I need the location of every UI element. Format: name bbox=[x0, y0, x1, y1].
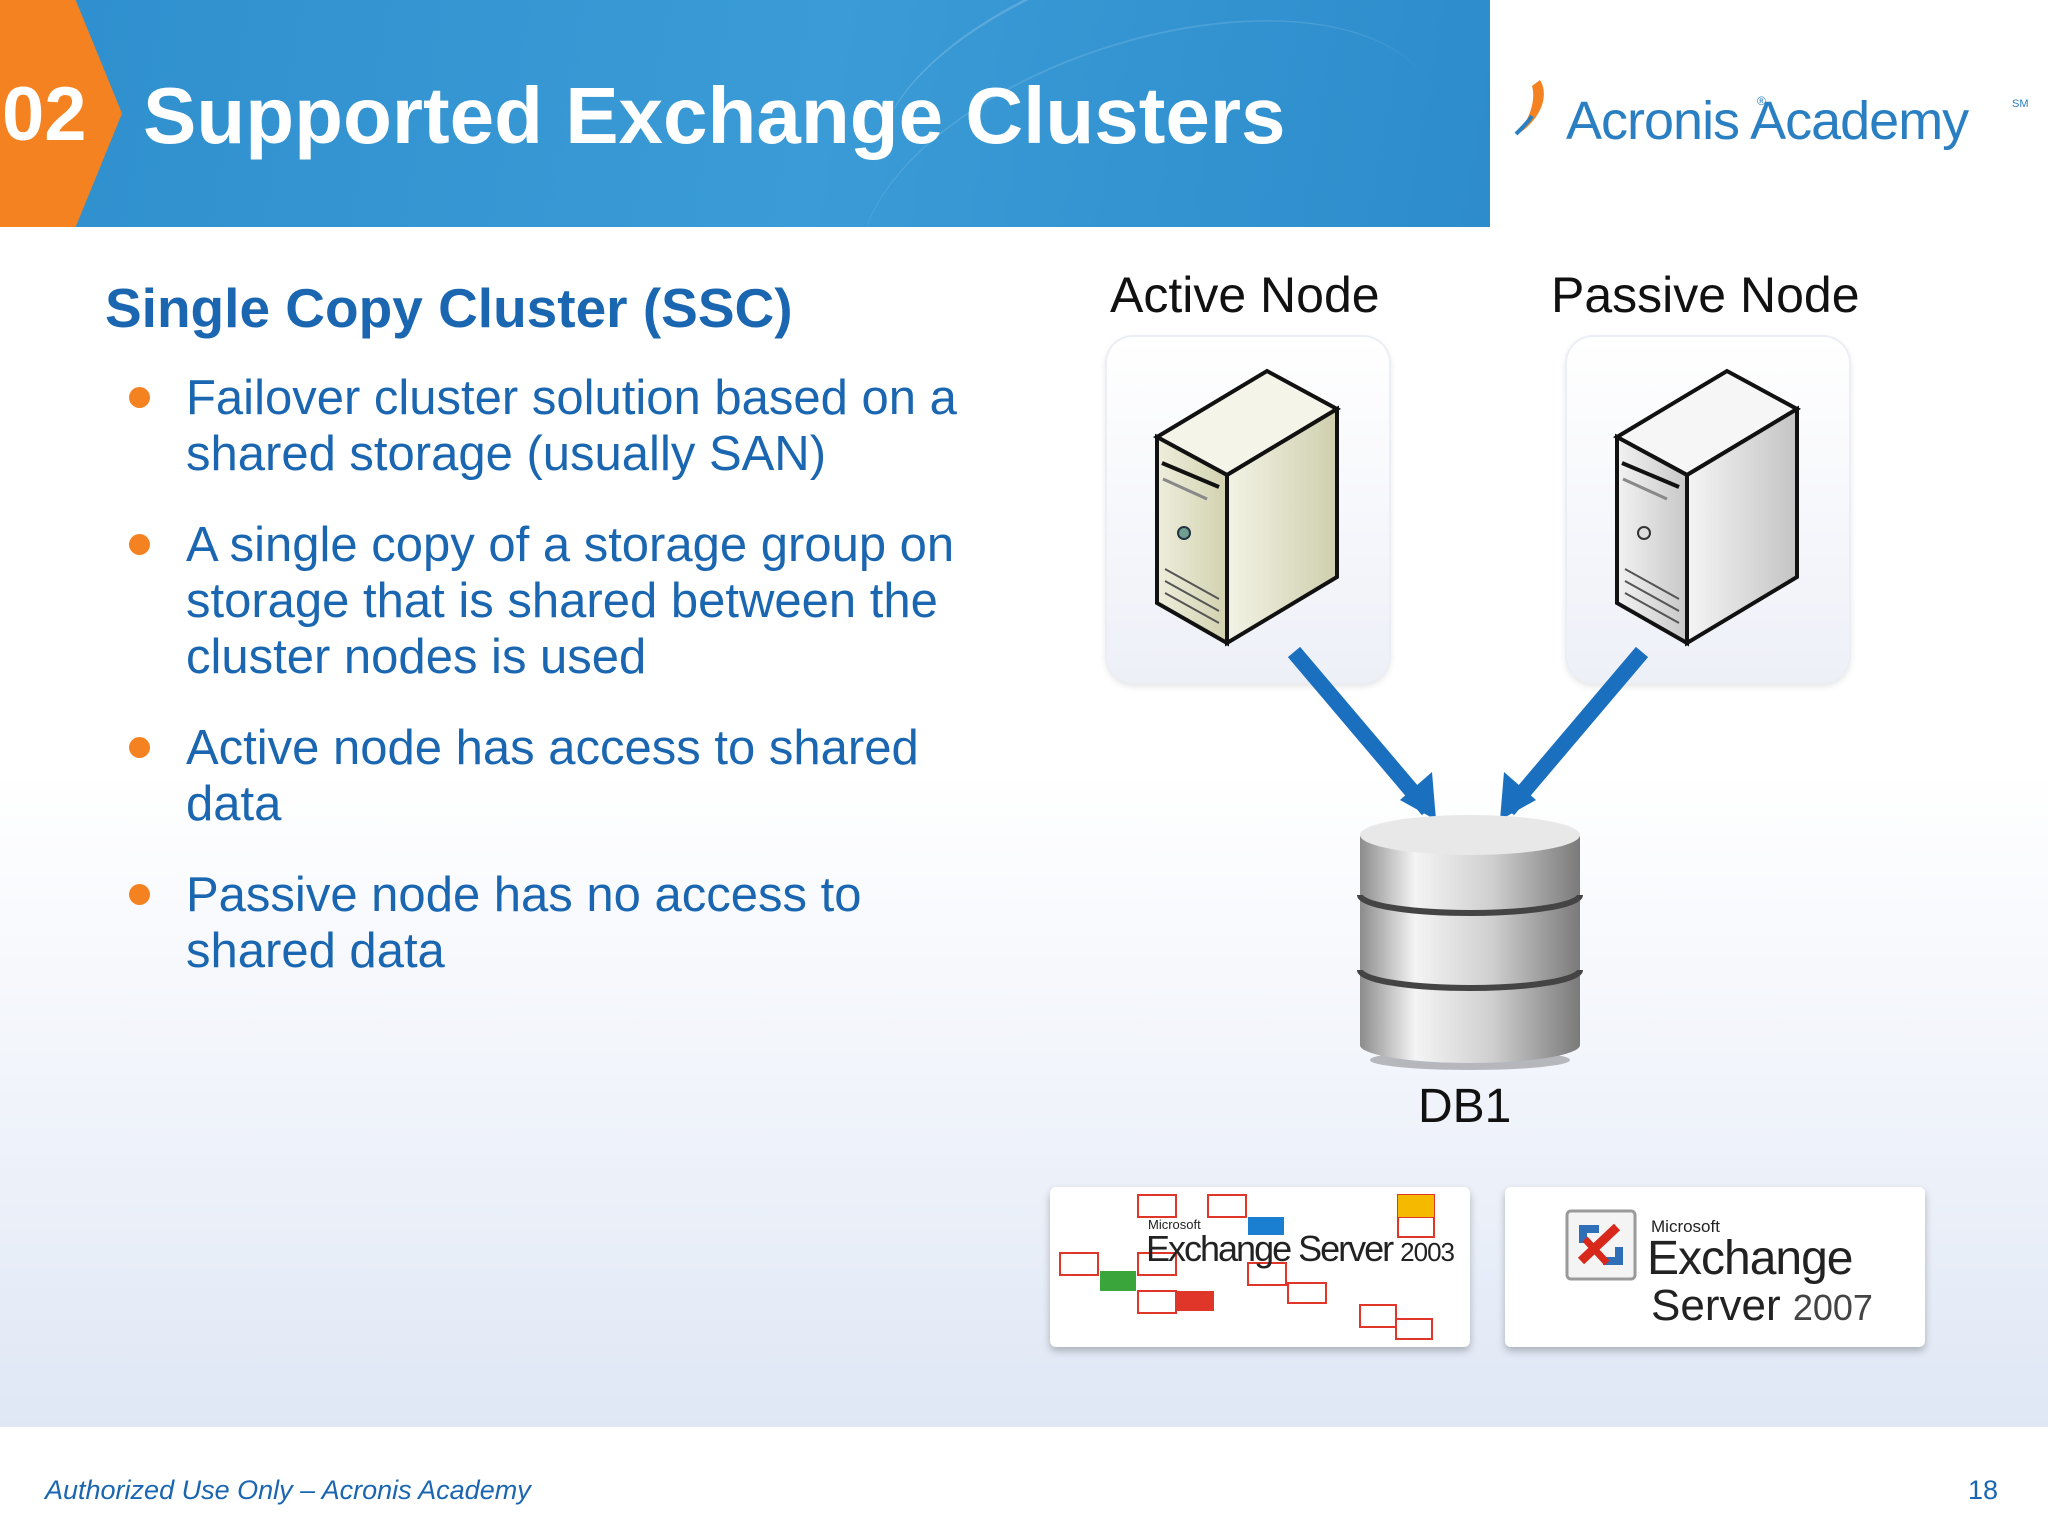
page-title: Supported Exchange Clusters bbox=[143, 71, 1286, 160]
exchange-2007-logo: Microsoft Exchange Server 2007 bbox=[1505, 1187, 1925, 1347]
database-icon bbox=[1357, 815, 1583, 1070]
acronis-academy-logo: Acronis Academy ® SM bbox=[1510, 70, 2030, 160]
passive-server-icon bbox=[1612, 368, 1802, 647]
ex2007-server-word: Server bbox=[1651, 1281, 1781, 1330]
ex2003-product: Exchange Server bbox=[1146, 1228, 1394, 1269]
bullet-dot-icon bbox=[129, 884, 150, 905]
bullet-item: Active node has access to shared data bbox=[122, 720, 982, 832]
exchange-2007-icon bbox=[1565, 1209, 1637, 1281]
bullet-list: Failover cluster solution based on a sha… bbox=[122, 370, 982, 1014]
passive-node-label: Passive Node bbox=[1551, 267, 1860, 323]
ex2007-version: 2007 bbox=[1792, 1287, 1873, 1328]
bullet-dot-icon bbox=[129, 737, 150, 758]
acronis-swoosh-icon bbox=[1514, 80, 1544, 136]
bullet-item: Passive node has no access to shared dat… bbox=[122, 867, 982, 979]
exchange-2003-grid-icon bbox=[1059, 1194, 1435, 1340]
footer-text: Authorized Use Only – Acronis Academy bbox=[45, 1475, 531, 1505]
page-number: 18 bbox=[1968, 1475, 1999, 1505]
ex2003-version: 2003 bbox=[1400, 1237, 1455, 1267]
bullet-dot-icon bbox=[129, 534, 150, 555]
ex2007-brand: Microsoft bbox=[1651, 1217, 1720, 1236]
active-node-label: Active Node bbox=[1110, 267, 1380, 323]
exchange-2003-logo: Microsoft Exchange Server 2003 bbox=[1050, 1187, 1470, 1347]
title-banner bbox=[0, 0, 1490, 227]
arrow-active-to-db-icon bbox=[1287, 646, 1436, 820]
bullet-item: A single copy of a storage group on stor… bbox=[122, 517, 982, 685]
logo-text: Acronis Academy bbox=[1566, 91, 1969, 151]
active-node-card bbox=[1107, 337, 1389, 682]
section-number: 02 bbox=[2, 72, 87, 157]
database-label: DB1 bbox=[1418, 1080, 1512, 1133]
arrows-to-database bbox=[1287, 646, 1649, 820]
bullet-text: Passive node has no access to shared dat… bbox=[186, 868, 862, 978]
bullet-dot-icon bbox=[129, 387, 150, 408]
bullet-text: A single copy of a storage group on stor… bbox=[186, 518, 955, 684]
ex2007-product: Exchange bbox=[1647, 1232, 1853, 1285]
ex2003-name: Exchange Server 2003 bbox=[1146, 1228, 1455, 1272]
bullet-item: Failover cluster solution based on a sha… bbox=[122, 370, 982, 482]
slide-subtitle: Single Copy Cluster (SSC) bbox=[105, 277, 793, 339]
bullet-text: Active node has access to shared data bbox=[186, 721, 919, 831]
ex2007-server: Server 2007 bbox=[1651, 1283, 1873, 1331]
registered-mark: ® bbox=[1757, 94, 1766, 108]
service-mark: SM bbox=[2012, 98, 2029, 110]
bullet-text: Failover cluster solution based on a sha… bbox=[186, 371, 957, 481]
passive-node-card bbox=[1567, 337, 1849, 682]
arrow-passive-to-db-icon bbox=[1500, 646, 1649, 820]
footer bbox=[0, 1428, 2048, 1536]
ex2003-brand: Microsoft bbox=[1148, 1217, 1201, 1232]
active-server-icon bbox=[1152, 368, 1342, 647]
